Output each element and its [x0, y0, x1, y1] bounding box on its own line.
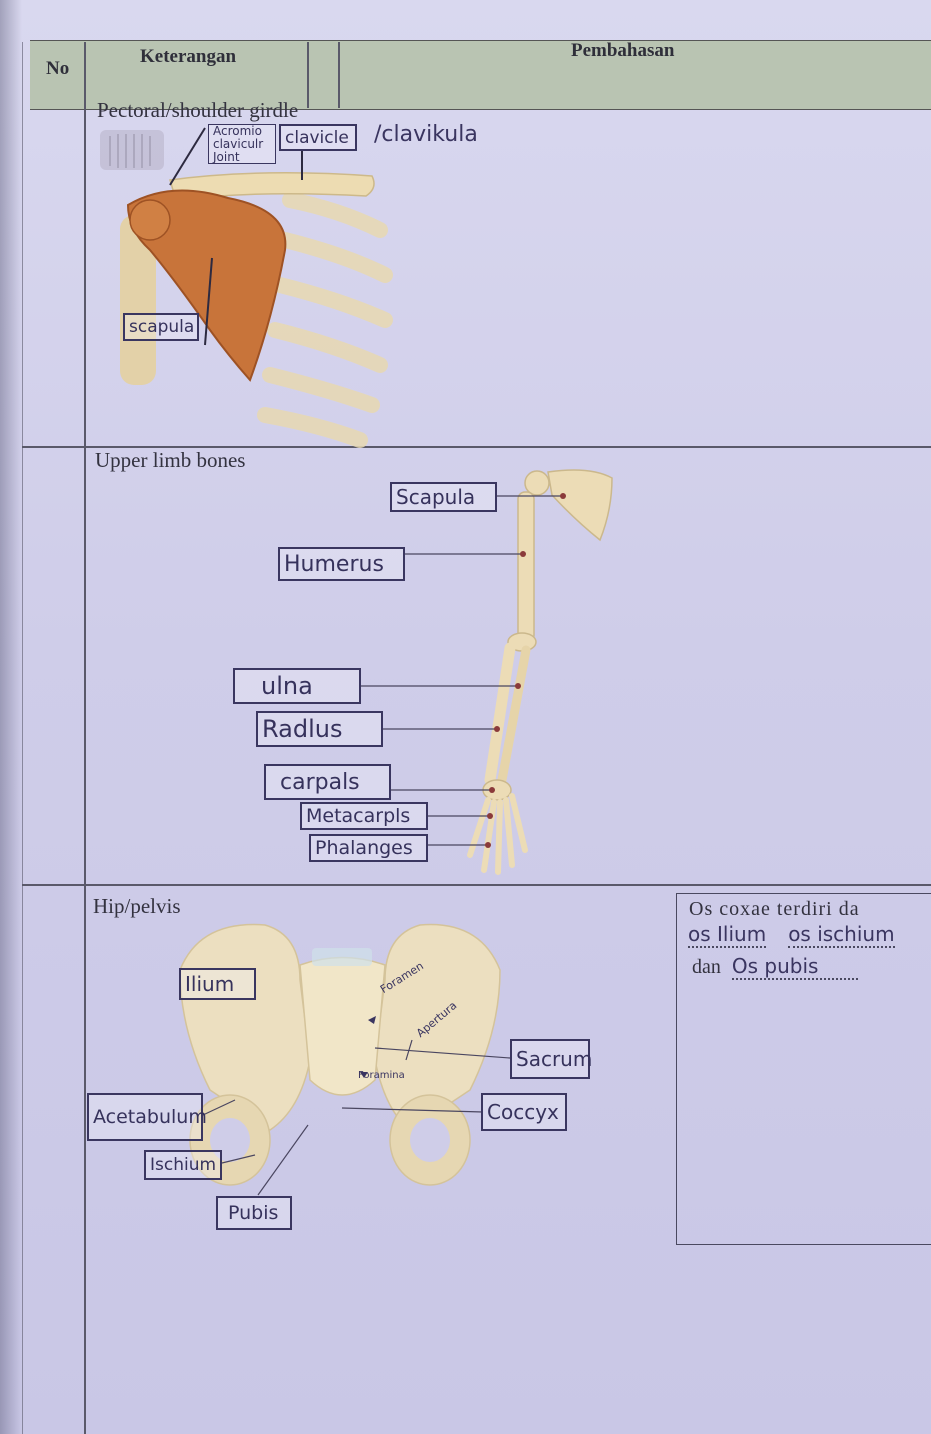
label-ulna: ulna — [233, 668, 361, 704]
label-clavicle: clavicle — [279, 124, 357, 151]
label-acetabulum: Acetabulum — [87, 1093, 203, 1141]
label-carpals: carpals — [264, 764, 391, 800]
answer-dan: dan — [692, 956, 721, 978]
note-foramina: Foramina — [358, 1070, 405, 1081]
answer-fill-ilium: os Ilium — [688, 922, 766, 948]
answer-fill-ischium: os ischium — [788, 922, 894, 948]
answer-line-3: dan Os pubis — [692, 954, 858, 979]
label-scapula: Scapula — [390, 482, 497, 512]
label-metacarpals: Metacarpls — [300, 802, 428, 830]
pelvis-illustration — [180, 925, 510, 1195]
label-ischium: Ischium — [144, 1150, 222, 1180]
label-phalanges: Phalanges — [309, 834, 428, 862]
label-acromioclavicular-joint: Acromio claviculr Joint — [208, 124, 276, 164]
label-pubis: Pubis — [216, 1196, 292, 1230]
answer-line-2: os Ilium os ischium — [688, 922, 895, 947]
label-scapula-girdle: scapula — [123, 313, 199, 341]
label-coccyx: Coccyx — [481, 1093, 567, 1131]
answer-line-1: Os coxae terdiri da — [689, 898, 860, 921]
answer-fill-pubis: Os pubis — [732, 954, 859, 980]
label-radius: Radlus — [256, 711, 383, 747]
shoulder-girdle-illustration — [120, 128, 385, 440]
label-sacrum: Sacrum — [510, 1039, 590, 1079]
label-humerus: Humerus — [278, 547, 405, 581]
label-ilium: Ilium — [179, 968, 256, 1000]
skeleton-thumbnail-icon — [100, 130, 164, 170]
note-clavikula: /clavikula — [374, 122, 478, 147]
